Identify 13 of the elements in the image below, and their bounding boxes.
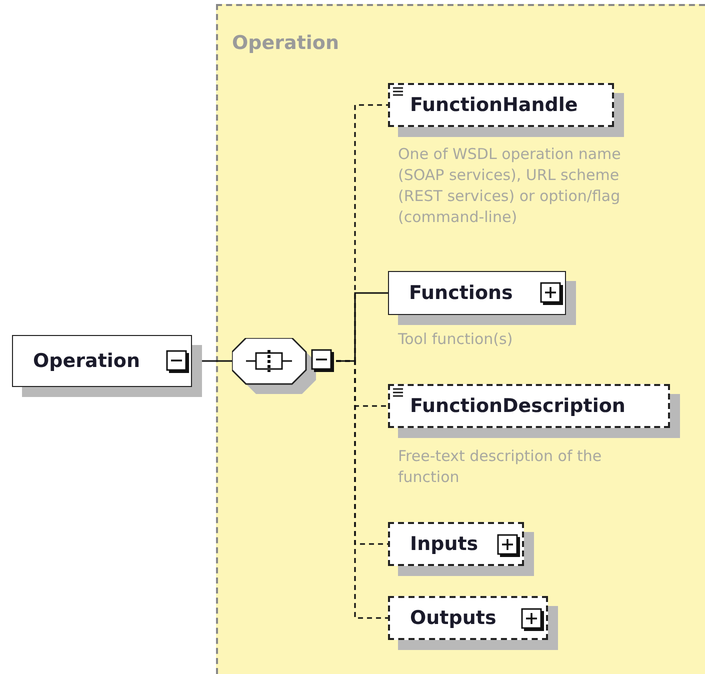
annotation-text: Tool function(s): [398, 329, 514, 350]
element-name: Functions: [409, 282, 513, 304]
element-name: FunctionDescription: [410, 395, 626, 417]
element-name: FunctionHandle: [410, 94, 578, 116]
annotation-text: One of WSDL operation name (SOAP services), URL scheme (REST services) or option/flag (command-line): [398, 144, 622, 228]
group-panel: [216, 4, 705, 674]
element-name: Operation: [33, 350, 140, 372]
annotation-text: Free-text description of the function: [398, 446, 603, 488]
sequence-compositor: [232, 338, 336, 394]
element-name: Inputs: [410, 533, 478, 555]
element-name: Outputs: [410, 607, 496, 629]
group-title: Operation: [232, 32, 340, 54]
connector-line: [336, 360, 388, 619]
